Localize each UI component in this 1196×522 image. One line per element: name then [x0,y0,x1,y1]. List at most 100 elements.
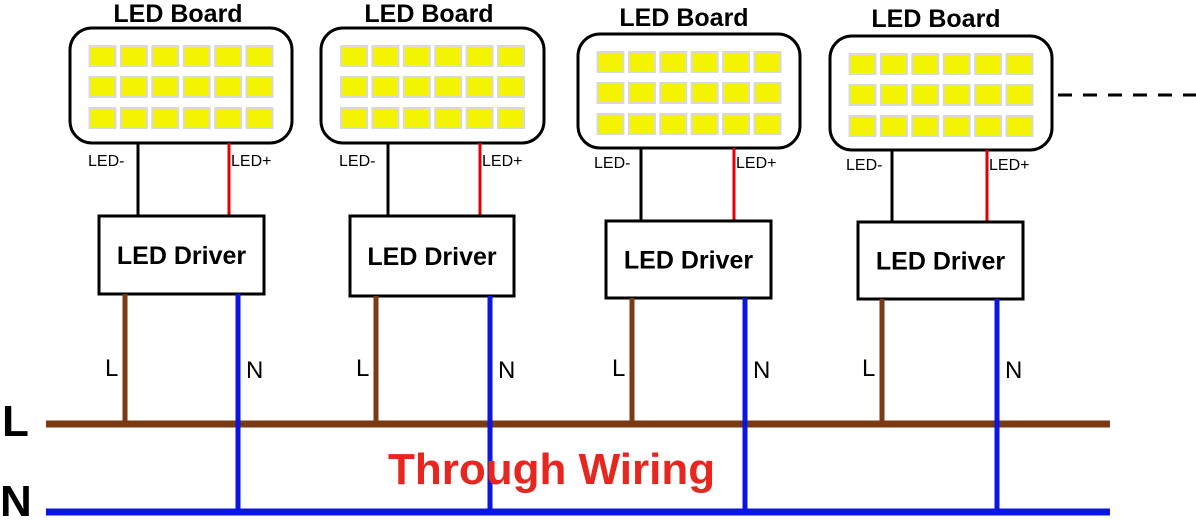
led-chip [692,84,717,102]
led-negative-label: LED- [846,157,882,174]
led-chip [913,86,938,104]
led-chip [976,55,1001,73]
led-chip [404,78,429,96]
led-chip [692,115,717,133]
led-chip [121,109,146,127]
led-chip [755,53,780,71]
led-chip [153,78,178,96]
led-chip [976,86,1001,104]
led-chip [661,84,686,102]
led-driver-label: LED Driver [624,247,753,275]
neutral-bus-label: N [0,477,32,522]
led-chip [373,47,398,65]
led-positive-label: LED+ [231,153,271,170]
led-chip [499,109,523,127]
led-positive-label: LED+ [482,153,522,170]
neutral-wire-label: N [498,357,515,384]
led-chip [850,55,875,73]
led-driver-box [97,214,266,296]
led-chip [404,47,429,65]
led-chip [598,115,623,133]
led-driver-box [604,219,773,300]
led-chip [661,115,686,133]
led-chip [90,109,115,127]
led-chip [153,47,178,65]
led-chip [692,53,717,71]
led-chip [755,84,780,102]
led-chip [1007,86,1032,104]
live-bus-label: L [2,397,29,446]
led-chip [881,86,906,104]
led-chip [247,47,272,65]
led-board-title: LED Board [619,4,748,32]
led-chip [342,109,366,127]
led-chip [976,117,1001,135]
led-chip [724,115,749,133]
led-chip [755,115,780,133]
led-chip [121,78,146,96]
led-driver-label: LED Driver [367,243,496,271]
led-chip [436,78,461,96]
led-chip [1007,117,1032,135]
led-chip [850,86,875,104]
led-chip [247,109,272,127]
led-driver-label: LED Driver [876,248,1005,276]
led-chip [944,55,969,73]
live-wire-label: L [356,355,369,382]
led-board-title: LED Board [113,0,242,28]
led-chip [216,47,241,65]
led-chip [724,53,749,71]
led-chip [598,53,623,71]
through-wiring-title: Through Wiring [388,445,715,494]
led-positive-label: LED+ [736,155,776,172]
led-chip [629,115,654,133]
neutral-wire-label: N [753,357,770,384]
led-chip [661,53,686,71]
led-chip [913,55,938,73]
led-chip [467,78,492,96]
led-negative-label: LED- [339,153,375,170]
led-chip [121,47,146,65]
neutral-wire-label: N [1005,357,1022,384]
led-chip [184,109,209,127]
led-chip [850,117,875,135]
led-chip [153,109,178,127]
led-chip [373,78,398,96]
live-wire-label: L [612,355,625,382]
led-chip [499,47,523,65]
live-wire-label: L [105,355,118,382]
led-board-title: LED Board [871,5,1000,33]
led-chip [881,117,906,135]
led-chip [499,78,523,96]
led-chip [629,84,654,102]
led-chip [373,109,398,127]
led-chip [342,78,366,96]
led-chip [467,109,492,127]
live-wire-label: L [862,355,875,382]
led-chip [184,47,209,65]
led-chip [90,47,115,65]
led-chip [944,117,969,135]
led-positive-label: LED+ [989,157,1029,174]
led-chip [247,78,272,96]
led-chip [404,109,429,127]
led-chip [216,78,241,96]
led-chip [90,78,115,96]
led-driver-label: LED Driver [117,242,246,270]
led-board-title: LED Board [364,0,493,28]
led-chip [1007,55,1032,73]
led-chip [598,84,623,102]
led-chip [881,55,906,73]
led-chip [436,47,461,65]
led-chip [467,47,492,65]
led-chip [944,86,969,104]
led-negative-label: LED- [594,155,630,172]
led-chip [629,53,654,71]
led-chip [913,117,938,135]
